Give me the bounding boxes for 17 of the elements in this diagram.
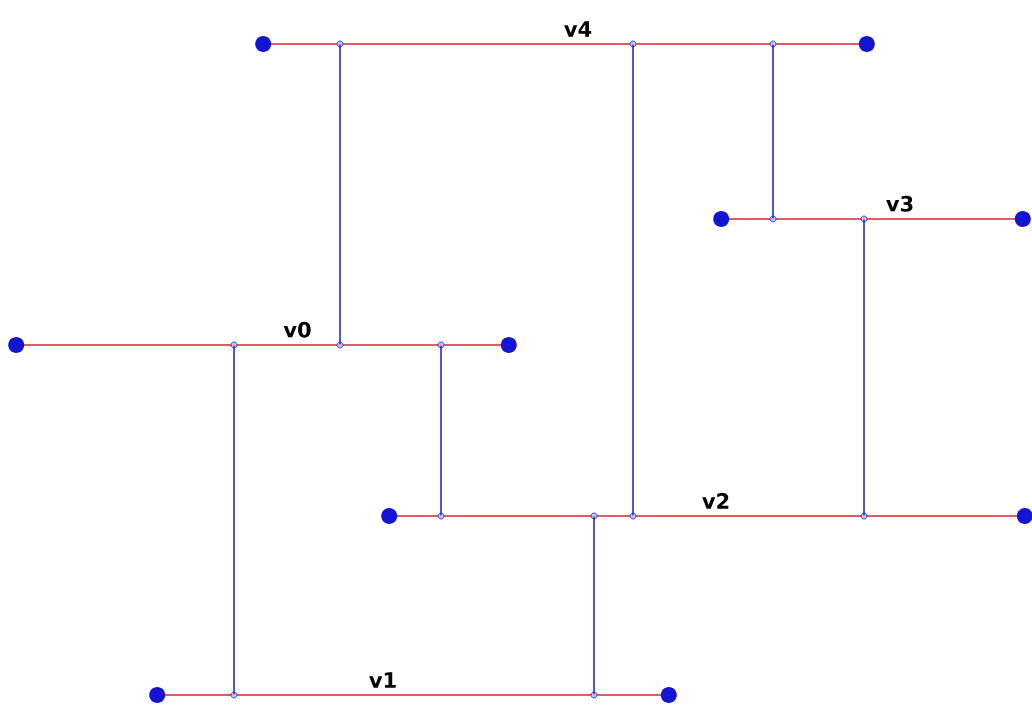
connector-line xyxy=(233,345,235,695)
node-label: v0 xyxy=(283,321,311,338)
connector-line xyxy=(339,44,341,345)
connector-line xyxy=(632,44,634,516)
bar: v1 xyxy=(149,672,677,703)
bar: v0 xyxy=(8,321,517,353)
connector-line xyxy=(440,345,442,516)
node-label: v2 xyxy=(702,493,729,509)
connector-line xyxy=(772,44,774,219)
node-label: v4 xyxy=(564,21,592,37)
node-label: v1 xyxy=(369,672,396,688)
bar: v3 xyxy=(713,195,1031,227)
bar: v2 xyxy=(381,493,1032,524)
node-label: v3 xyxy=(886,195,913,212)
connector-line xyxy=(593,516,595,695)
connector-line xyxy=(863,219,865,516)
bar: v4 xyxy=(255,21,875,52)
